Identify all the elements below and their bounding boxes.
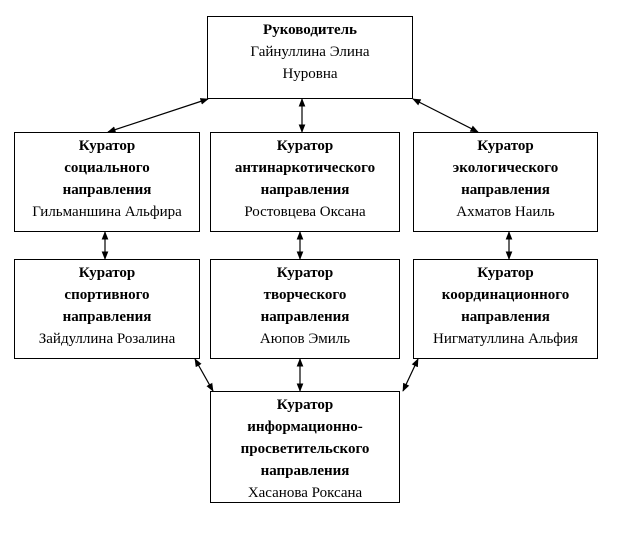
curator-title-line: направления: [260, 182, 350, 198]
curator-name: Зайдуллина Розалина: [38, 331, 176, 347]
curator-title-line: спортивного: [64, 287, 150, 303]
curator-title-line: просветительского: [240, 441, 370, 457]
curator-title-line: творческого: [263, 287, 347, 303]
curator-name: Хасанова Роксана: [247, 485, 363, 501]
curator-box-creative: Куратор творческого направления Аюпов Эм…: [210, 259, 400, 359]
curator-box-coordination: Куратор координационного направления Ниг…: [413, 259, 598, 359]
curator-title-line: Куратор: [477, 138, 534, 154]
curator-title-line: Куратор: [78, 138, 136, 154]
curator-title-line: Куратор: [276, 265, 334, 281]
head-box: Руководитель Гайнуллина Элина Нуровна: [207, 16, 413, 99]
curator-title-line: Куратор: [477, 265, 534, 281]
arrow-head-to-social: [107, 98, 209, 133]
head-title: Руководитель: [263, 22, 357, 38]
curator-title-line: Куратор: [276, 138, 334, 154]
head-name-line1: Гайнуллина Элина: [250, 44, 370, 60]
curator-box-sport: Куратор спортивного направления Зайдулли…: [14, 259, 200, 359]
curator-title-line: информационно-: [247, 419, 363, 435]
curator-title-line: направления: [260, 463, 350, 479]
curator-name: Аюпов Эмиль: [259, 331, 351, 347]
curator-title-line: направления: [461, 182, 550, 198]
curator-title-line: направления: [461, 309, 550, 325]
head-name-line2: Нуровна: [282, 66, 338, 82]
curator-title-line: направления: [260, 309, 350, 325]
curator-box-ecology: Куратор экологического направления Ахмат…: [413, 132, 598, 232]
curator-name: Ростовцева Оксана: [244, 204, 366, 220]
curator-title-line: направления: [62, 309, 152, 325]
curator-title-line: координационного: [441, 287, 570, 303]
arrow-sport-to-info: [194, 358, 214, 392]
curator-box-antidrug: Куратор антинаркотического направления Р…: [210, 132, 400, 232]
curator-box-social: Куратор социального направления Гильманш…: [14, 132, 200, 232]
arrow-head-to-ecology: [412, 98, 479, 133]
arrow-coordination-to-info: [402, 358, 419, 392]
curator-name: Нигматуллина Альфия: [433, 331, 578, 347]
curator-title-line: направления: [62, 182, 152, 198]
curator-title-line: Куратор: [276, 397, 334, 413]
curator-name: Гильманшина Альфира: [32, 204, 182, 220]
curator-title-line: Куратор: [78, 265, 136, 281]
curator-name: Ахматов Наиль: [456, 204, 555, 220]
curator-title-line: экологического: [452, 160, 559, 176]
curator-title-line: антинаркотического: [234, 160, 376, 176]
curator-box-info: Куратор информационно- просветительского…: [210, 391, 400, 503]
curator-title-line: социального: [64, 160, 150, 176]
